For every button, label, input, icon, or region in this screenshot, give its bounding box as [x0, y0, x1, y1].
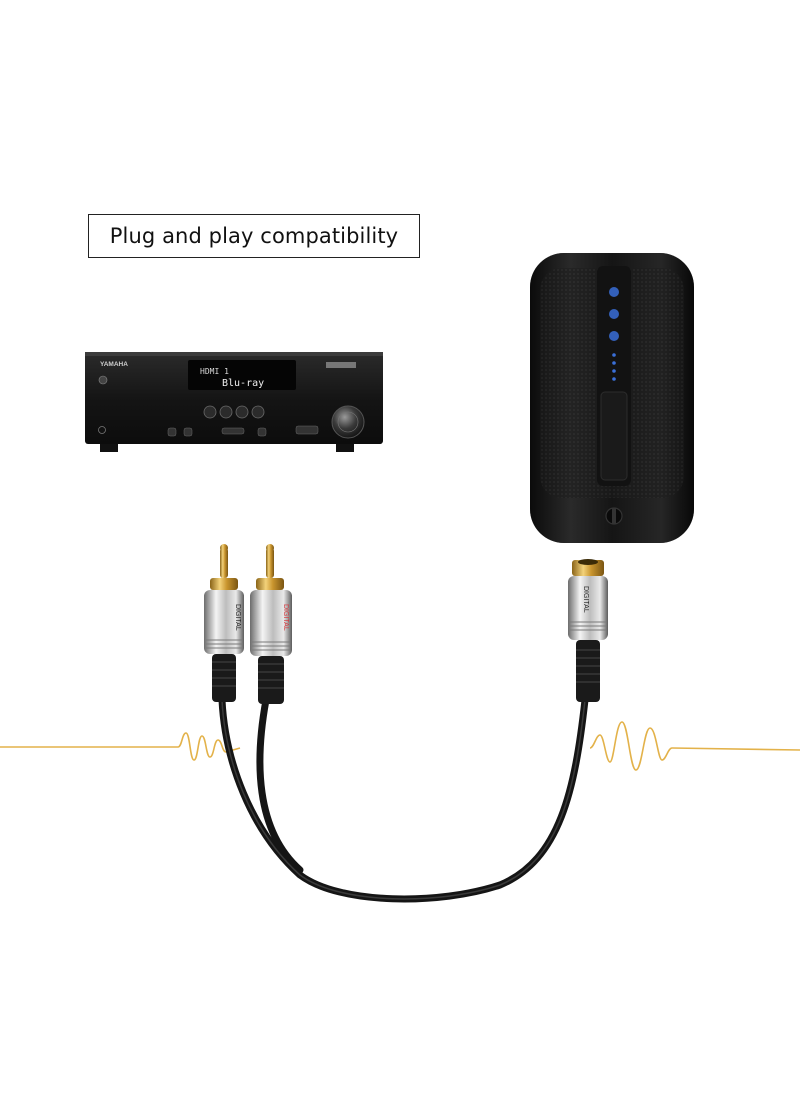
caption-text: Plug and play compatibility [109, 224, 399, 248]
receiver-badge [326, 362, 356, 368]
rca-plug-right: DIGITAL [250, 544, 292, 704]
jack-label: DIGITAL [582, 586, 589, 613]
receiver-display-source: Blu-ray [222, 378, 264, 389]
headphone-jack-icon [98, 426, 106, 434]
speaker-led-icon [609, 287, 619, 297]
av-receiver: YAMAHA HDMI 1 Blu-ray [85, 352, 383, 452]
speaker-port-cover [600, 391, 628, 481]
cable [218, 696, 589, 903]
rca-jack-female: DIGITAL [568, 559, 608, 702]
rca-plug-left: DIGITAL [204, 544, 244, 702]
receiver-body [85, 352, 383, 444]
speaker-led-icon [609, 309, 619, 319]
volume-knob [331, 405, 365, 439]
audio-waveform-right [589, 721, 800, 771]
plug-left-label: DIGITAL [234, 604, 241, 631]
caption-box: Plug and play compatibility [88, 214, 420, 258]
receiver-display-input: HDMI 1 [200, 367, 229, 376]
receiver-scene-buttons [203, 405, 265, 419]
receiver-display [188, 360, 296, 390]
power-button-icon [98, 375, 108, 385]
speaker-led-icon [609, 331, 619, 341]
bluetooth-speaker [530, 253, 694, 543]
audio-waveform-left [0, 732, 241, 761]
receiver-brand: YAMAHA [100, 361, 128, 368]
plug-right-label: DIGITAL [282, 604, 289, 631]
